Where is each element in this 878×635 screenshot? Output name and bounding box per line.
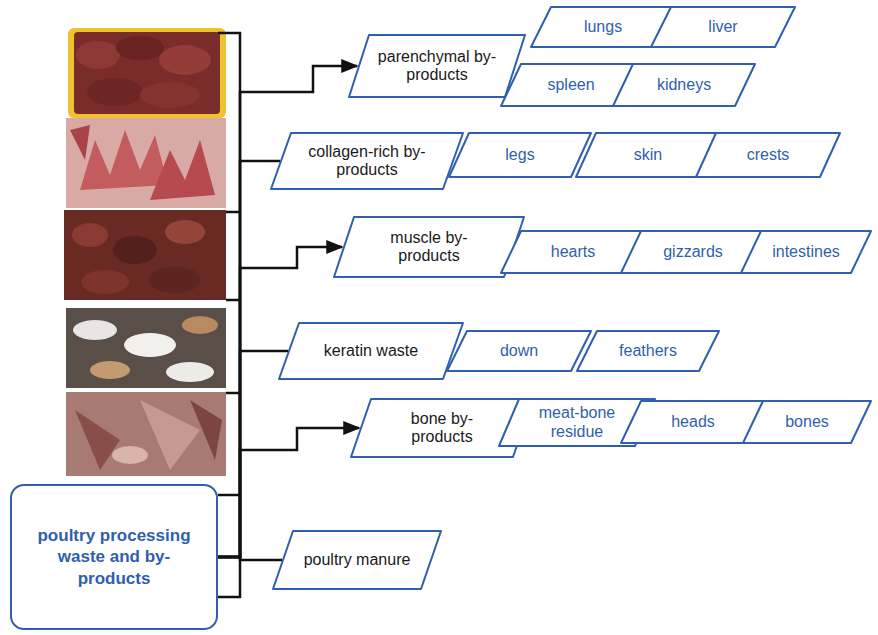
item-label: intestines bbox=[772, 243, 840, 261]
photo-detail bbox=[87, 78, 143, 106]
item-box: feathers bbox=[576, 330, 720, 372]
parallelogram-shape bbox=[577, 331, 719, 371]
photo-detail bbox=[81, 270, 129, 294]
category-box: parenchymal by-products bbox=[348, 34, 526, 98]
category-label: muscle by-products bbox=[369, 229, 489, 266]
photo-detail bbox=[73, 320, 117, 340]
item-box: heads bbox=[620, 400, 766, 444]
parallelogram-shape bbox=[696, 133, 840, 177]
bracket-line bbox=[218, 596, 241, 599]
item-box: crests bbox=[695, 132, 841, 178]
photo-fill bbox=[66, 392, 226, 476]
photo-detail bbox=[113, 236, 157, 264]
photo-detail bbox=[140, 400, 200, 470]
category-box: muscle by-products bbox=[333, 216, 525, 278]
photo-detail bbox=[124, 333, 176, 357]
parallelogram-shape bbox=[743, 401, 871, 443]
photo-detail bbox=[140, 82, 200, 108]
category-box: collagen-rich by-products bbox=[270, 132, 464, 190]
photo-detail bbox=[80, 130, 168, 190]
tree-connector bbox=[218, 351, 288, 557]
item-label: meat-bone residue bbox=[527, 404, 627, 441]
tray bbox=[68, 28, 226, 118]
category-label: bone by-products bbox=[382, 410, 502, 447]
photo-detail bbox=[166, 362, 214, 382]
feathers-photo bbox=[66, 308, 226, 388]
photo-detail bbox=[182, 316, 218, 334]
item-label: lungs bbox=[584, 18, 622, 36]
parallelogram-shape bbox=[449, 133, 591, 177]
photo-detail bbox=[116, 36, 164, 60]
root-label: poultry processing waste and by-products bbox=[34, 525, 194, 589]
parallelogram-shape bbox=[447, 331, 591, 371]
crests-photo bbox=[66, 118, 226, 208]
item-label: hearts bbox=[551, 243, 595, 261]
photo-detail bbox=[90, 361, 130, 379]
item-label: kidneys bbox=[657, 76, 711, 94]
parallelogram-shape bbox=[349, 35, 525, 97]
category-label: parenchymal by-products bbox=[377, 48, 497, 85]
photo-detail bbox=[72, 223, 108, 247]
photo-detail bbox=[112, 446, 148, 464]
item-label: liver bbox=[708, 18, 737, 36]
muscle-photo bbox=[64, 210, 226, 300]
photo-detail bbox=[149, 267, 201, 293]
photo-detail bbox=[165, 220, 205, 244]
item-label: skin bbox=[634, 146, 662, 164]
parallelogram-shape bbox=[613, 64, 755, 106]
tree-connector bbox=[218, 247, 342, 557]
bracket-line bbox=[218, 494, 241, 497]
category-label: poultry manure bbox=[304, 551, 411, 569]
item-label: spleen bbox=[547, 76, 594, 94]
item-label: legs bbox=[505, 146, 534, 164]
photo-detail bbox=[150, 140, 215, 200]
item-label: feathers bbox=[619, 342, 677, 360]
item-box: liver bbox=[650, 6, 796, 48]
parallelogram-shape bbox=[273, 531, 441, 589]
item-label: crests bbox=[747, 146, 790, 164]
photo-detail bbox=[190, 400, 222, 460]
tree-connector bbox=[218, 557, 282, 560]
parallelogram-shape bbox=[651, 7, 795, 47]
bracket bbox=[218, 32, 241, 598]
liver-photo bbox=[68, 28, 226, 118]
photo-fill bbox=[66, 118, 226, 208]
category-box: keratin waste bbox=[278, 322, 464, 380]
category-label: collagen-rich by-products bbox=[302, 143, 432, 180]
photo-detail bbox=[75, 410, 120, 470]
item-box: down bbox=[446, 330, 592, 372]
photo-detail bbox=[76, 41, 120, 69]
item-label: gizzards bbox=[663, 243, 723, 261]
photo-fill bbox=[64, 210, 226, 300]
tree-connector bbox=[218, 161, 280, 557]
photo-detail bbox=[70, 125, 90, 160]
parallelogram-shape bbox=[334, 217, 524, 277]
item-label: heads bbox=[671, 413, 715, 431]
parallelogram-shape bbox=[279, 323, 463, 379]
item-label: bones bbox=[785, 413, 829, 431]
bracket-line bbox=[218, 32, 241, 35]
item-box: intestines bbox=[740, 230, 872, 274]
photo-fill bbox=[74, 32, 220, 114]
parallelogram-shape bbox=[271, 133, 463, 189]
category-label: keratin waste bbox=[324, 342, 418, 360]
root-box: poultry processing waste and by-products bbox=[10, 484, 218, 630]
item-box: legs bbox=[448, 132, 592, 178]
category-box: poultry manure bbox=[272, 530, 442, 590]
item-label: down bbox=[500, 342, 538, 360]
parallelogram-shape bbox=[621, 401, 765, 443]
item-box: bones bbox=[742, 400, 872, 444]
photo-detail bbox=[159, 45, 211, 75]
item-box: kidneys bbox=[612, 63, 756, 107]
parallelogram-shape bbox=[741, 231, 871, 273]
photo-fill bbox=[66, 308, 226, 388]
bones-photo bbox=[66, 392, 226, 476]
